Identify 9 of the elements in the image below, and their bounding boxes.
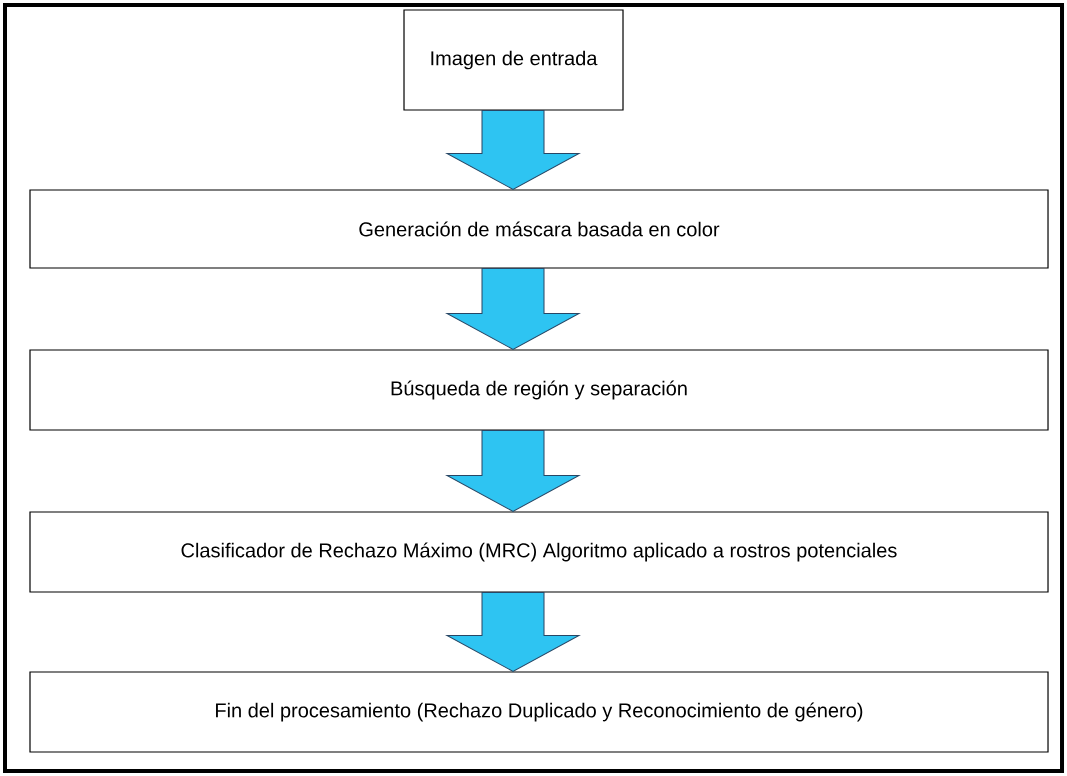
block-arrow [446, 592, 580, 672]
process-box: Búsqueda de región y separación [29, 349, 1049, 431]
process-box: Fin del procesamiento (Rechazo Duplicado y Reconocimiento de género) [29, 671, 1049, 753]
block-arrow [446, 430, 580, 512]
block-arrow [446, 268, 580, 350]
process-box: Generación de máscara basada en color [29, 189, 1049, 269]
process-box: Imagen de entrada [403, 9, 624, 111]
block-arrow [446, 110, 580, 190]
process-box: Clasificador de Rechazo Máximo (MRC) Algoritmo aplicado a rostros potenciales [29, 511, 1049, 593]
